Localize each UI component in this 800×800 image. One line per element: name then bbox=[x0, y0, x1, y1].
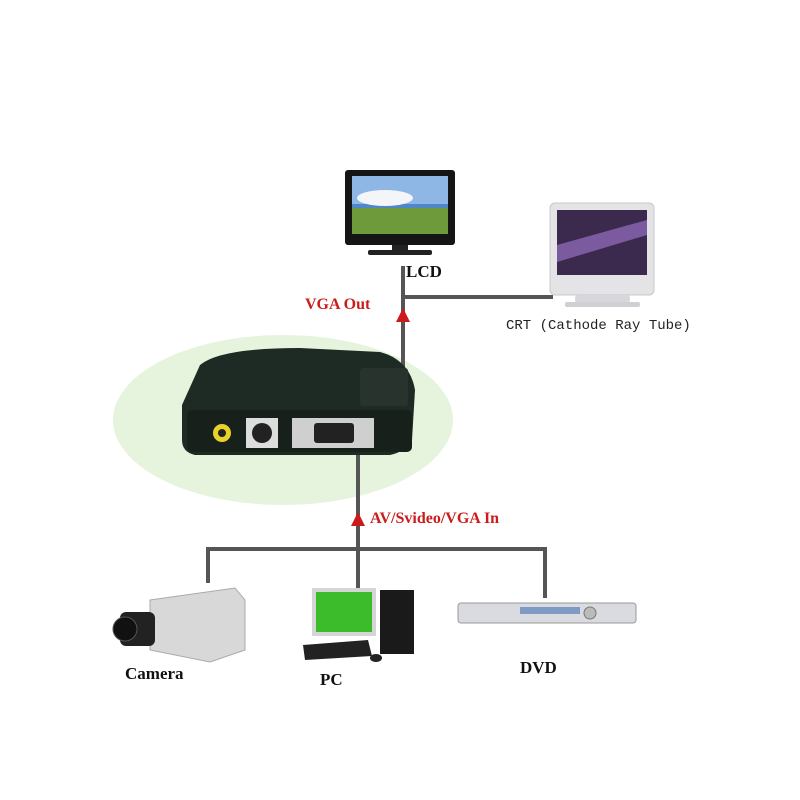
pc-icon bbox=[303, 588, 414, 662]
input-label: AV/Svideo/VGA In bbox=[370, 510, 500, 527]
dvd-player-icon bbox=[457, 602, 637, 624]
dvd-label: DVD bbox=[520, 658, 557, 677]
camera-icon bbox=[112, 587, 246, 663]
camera-label: Camera bbox=[125, 664, 184, 683]
lcd-label: LCD bbox=[406, 262, 442, 281]
lcd-monitor-icon bbox=[345, 170, 455, 255]
pc-label: PC bbox=[320, 670, 343, 689]
input-arrow-icon bbox=[351, 512, 365, 526]
vga-converter-box-icon bbox=[182, 348, 415, 455]
crt-monitor-icon bbox=[549, 202, 655, 307]
crt-label: CRT (Cathode Ray Tube) bbox=[506, 318, 691, 334]
vga-out-label: VGA Out bbox=[305, 296, 371, 313]
vga-out-arrow-icon bbox=[396, 308, 410, 322]
